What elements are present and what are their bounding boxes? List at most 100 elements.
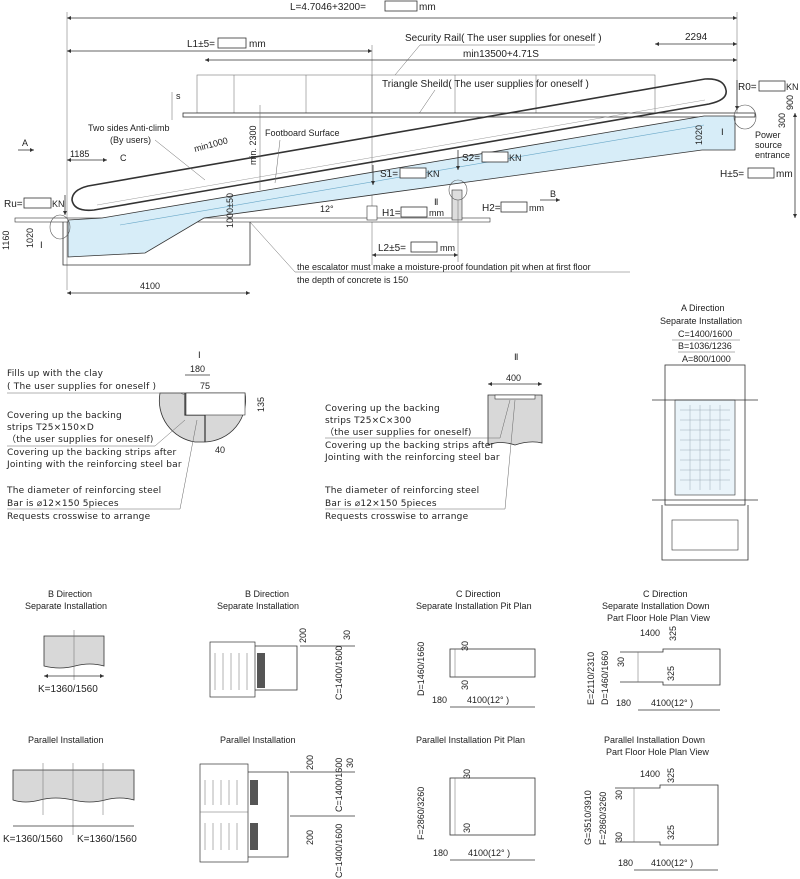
parallel-installation-section: Parallel Installation K=1360/1560 K=1360… [3,735,137,845]
r0-unit: KN [786,82,799,92]
note-line: Jointing with the reinforcing steel bar [6,460,182,470]
steps [214,653,248,690]
detail-i-marker-right: Ⅰ [721,127,724,137]
a-direction-pit-inner [671,519,739,551]
c-direction-separate-pit-plan: C Direction Separate Installation Pit Pl… [416,589,536,708]
h1-label: H1= [382,208,401,219]
power-source-label: Power [755,130,781,140]
note-line: The diameter of reinforcing steel [6,486,161,496]
dim-k: K=1360/1560 [38,684,98,695]
dim-30: 30 [616,657,626,667]
l2-input-box [410,241,438,253]
dim-c: C=1400/1600 [334,758,344,812]
a-direction-view: A Direction Separate Installation C=1400… [652,303,758,561]
pit-section [12,769,135,803]
view-title: C Direction [456,589,501,599]
note-line: Bar is ⌀12×150 5pieces [7,499,119,509]
main-elevation: L=4.7046+3200= mm L1±5= mm Security Rail… [1,0,799,295]
s1-label: S1= [380,169,398,180]
r0-label: R0= [738,82,757,93]
min-length-label: min13500+4.71S [463,49,539,60]
dim-325: 325 [666,768,676,783]
pit-outline [449,777,536,836]
note-line: Requests crosswise to arrange [7,512,151,522]
detail-i-notes: Fills up with the clay ( The user suppli… [6,369,182,522]
view-subtitle: Separate Installation Pit Plan [416,601,532,611]
pit-note: the escalator must make a moisture-proof… [297,262,591,272]
note-line: Requests crosswise to arrange [325,512,469,522]
dim-f: F=2860/3260 [598,792,608,845]
dim-30: 30 [614,790,624,800]
triangle-shield-note: Triangle Sheild( The user supplies for o… [382,79,589,90]
landing-plate [248,771,289,858]
dim-30: 30 [460,641,470,651]
l2-unit: mm [440,243,455,253]
view-subtitle: Separate Installation [25,601,107,611]
power-source-label: entrance [755,150,790,160]
a-direction-pit [661,505,749,561]
dim-325: 325 [666,666,676,681]
b-direction-separate-plan: B Direction Separate Installation 200 30… [209,589,355,700]
landing-plate [255,645,298,691]
incline-angle: 12° [320,204,334,214]
detail-i: Ⅰ 180 75 135 40 Fills up with the clay (… [6,350,266,522]
s2-unit: KN [509,153,522,163]
dim-k: K=1360/1560 [77,834,137,845]
dim-30: 30 [345,758,355,768]
note-line: Covering up the backing [7,411,122,421]
a-direction-subtitle: Separate Installation [660,316,742,326]
dim-30: 30 [462,769,472,779]
lower-floor-slab [14,217,491,223]
note-line: Bar is ⌀12×150 5pieces [325,499,437,509]
dim-4100: 4100(12° ) [651,698,693,708]
dim-325: 325 [666,825,676,840]
dim-180: 180 [432,695,447,705]
view-subtitle: Separate Installation [217,601,299,611]
dim-200: 200 [305,830,315,845]
h-label: H±5= [720,169,744,180]
l2-label: L2±5= [378,243,406,254]
r0-input-box [758,80,786,92]
s1-input-box [399,167,427,179]
dim-f: F=2860/3260 [416,787,426,840]
escalator-truss [67,115,736,258]
view-title: C Direction [643,589,688,599]
detail-ii-title: Ⅱ [514,352,518,362]
h1-unit: mm [429,208,444,218]
view-subtitle: Separate Installation Down [602,601,710,611]
view-title: Parallel Installation [220,735,296,745]
note-line: strips T25×C×300 [325,416,411,426]
detail-i-leaders [7,392,198,510]
step-grid [680,405,730,490]
b-direction-separate-section: B Direction Separate Installation K=1360… [25,589,107,695]
a-direction-marker: A [22,138,28,148]
detail-ii: Ⅱ 400 Covering up the backing strips T25… [324,352,543,522]
dim-1020-right: 1020 [694,125,704,145]
view-title: B Direction [48,589,92,599]
h-input-box [747,167,775,179]
dim-180: 180 [433,848,448,858]
l1-unit: mm [249,39,266,50]
truss-plan [209,641,256,698]
comb-plate [257,653,265,688]
footboard-surface-label: Footboard Surface [265,128,340,138]
note-line: Jointing with the reinforcing steel bar [324,453,500,463]
detail-ii-marker: Ⅱ [434,197,438,207]
dim-325: 325 [668,626,678,641]
b-direction-marker: B [550,189,556,199]
h2-label: H2= [482,203,501,214]
pit-outline [449,648,536,678]
dim-4100: 4100(12° ) [468,848,510,858]
l1-input-box [217,37,247,49]
a-direction-title: A Direction [681,303,725,313]
note-line: （the user supplies for oneself) [325,427,472,438]
view-subtitle: Part Floor Hole Plan View [606,747,709,757]
dim-30: 30 [460,680,470,690]
dim-1160: 1160 [1,231,11,250]
total-length-input-box [384,0,418,12]
parallel-installation-plan: Parallel Installation 200 200 30 C=1400/… [199,735,355,878]
steps [200,780,248,850]
dim-1185: 1185 [70,149,89,159]
detail-ii-leaders [325,399,516,510]
detail-i-step-recess [185,392,246,416]
